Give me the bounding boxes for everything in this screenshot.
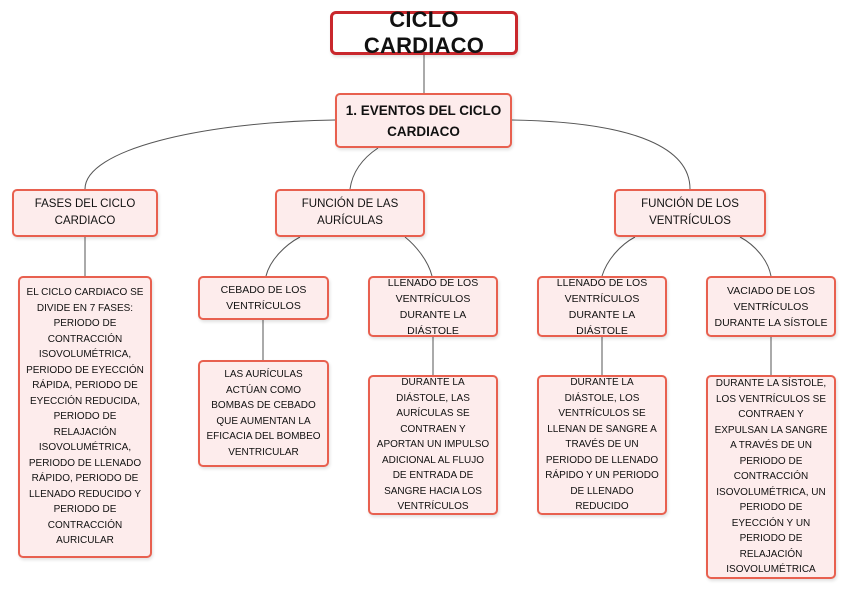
subtopic-aur-llenado-label: LLENADO DE LOS VENTRÍCULOS DURANTE LA DI… [387,276,479,337]
connector-ventriculos-vaciado [739,236,772,277]
main-topic-label: 1. EVENTOS DEL CICLO CARDIACO [345,102,502,139]
connector-auriculas-cebado [265,236,301,277]
detail-aur-llenado-text: DURANTE LA DIÁSTOLE, LAS AURÍCULAS SE CO… [376,377,490,513]
subtopic-cebado-label: CEBADO DE LOS VENTRÍCULOS [220,284,307,312]
connector-ventriculos-llenado [601,236,636,277]
connector-auriculas-llenado [404,236,433,277]
subtopic-ven-llenado-label: LLENADO DE LOS VENTRÍCULOS DURANTE LA DI… [556,276,648,337]
connector-main-auriculas [349,147,379,190]
connector-main-ventriculos [511,119,691,190]
topic-ventriculos[interactable]: FUNCIÓN DE LOS VENTRÍCULOS [614,189,766,237]
topic-fases-label: FASES DEL CICLO CARDIACO [34,198,136,227]
subtopic-vaciado[interactable]: VACIADO DE LOS VENTRÍCULOS DURANTE LA SÍ… [706,276,836,337]
detail-ven-llenado[interactable]: DURANTE LA DIÁSTOLE, LOS VENTRÍCULOS SE … [537,375,667,515]
detail-fases[interactable]: EL CICLO CARDIACO SE DIVIDE EN 7 FASES: … [18,276,152,558]
detail-cebado-text: LAS AURÍCULAS ACTÚAN COMO BOMBAS DE CEBA… [206,369,321,458]
subtopic-vaciado-label: VACIADO DE LOS VENTRÍCULOS DURANTE LA SÍ… [714,284,828,329]
detail-cebado[interactable]: LAS AURÍCULAS ACTÚAN COMO BOMBAS DE CEBA… [198,360,329,467]
topic-auriculas[interactable]: FUNCIÓN DE LAS AURÍCULAS [275,189,425,237]
topic-ventriculos-label: FUNCIÓN DE LOS VENTRÍCULOS [641,198,739,227]
detail-ven-llenado-text: DURANTE LA DIÁSTOLE, LOS VENTRÍCULOS SE … [545,377,659,513]
detail-aur-llenado[interactable]: DURANTE LA DIÁSTOLE, LAS AURÍCULAS SE CO… [368,375,498,515]
connector-main-fases [84,119,336,190]
subtopic-aur-llenado[interactable]: LLENADO DE LOS VENTRÍCULOS DURANTE LA DI… [368,276,498,337]
root-topic-label: CICLO CARDIACO [363,7,485,58]
topic-fases[interactable]: FASES DEL CICLO CARDIACO [12,189,158,237]
root-topic[interactable]: CICLO CARDIACO [330,7,518,58]
subtopic-cebado[interactable]: CEBADO DE LOS VENTRÍCULOS [198,276,329,320]
detail-vaciado[interactable]: DURANTE LA SÍSTOLE, LOS VENTRÍCULOS SE C… [706,375,836,579]
detail-fases-text: EL CICLO CARDIACO SE DIVIDE EN 7 FASES: … [26,287,144,547]
detail-vaciado-text: DURANTE LA SÍSTOLE, LOS VENTRÍCULOS SE C… [714,378,828,576]
main-topic[interactable]: 1. EVENTOS DEL CICLO CARDIACO [335,93,512,148]
subtopic-ven-llenado[interactable]: LLENADO DE LOS VENTRÍCULOS DURANTE LA DI… [537,276,667,337]
topic-auriculas-label: FUNCIÓN DE LAS AURÍCULAS [301,198,399,227]
